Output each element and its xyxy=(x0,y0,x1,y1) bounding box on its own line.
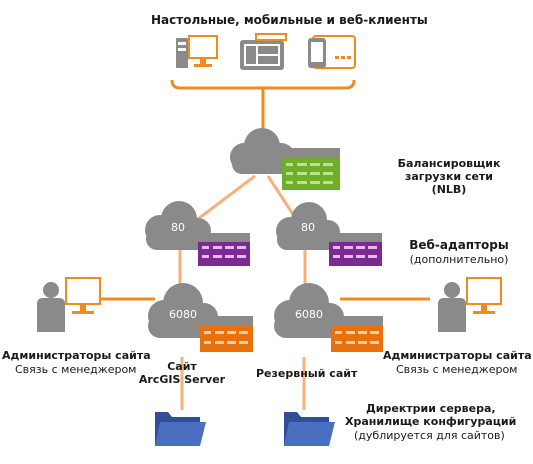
tablet-client-icon xyxy=(240,33,287,70)
server-right-cloud xyxy=(274,283,344,338)
adaptor-right-port: 80 xyxy=(301,221,315,234)
folder-right-icon xyxy=(284,412,335,446)
server-left-server-icon xyxy=(200,316,253,352)
connectors xyxy=(100,79,430,410)
storage-line2: Хранилище конфигураций xyxy=(345,415,517,428)
storage-line1: Директрии сервера, xyxy=(366,402,496,415)
site-backup-label: Резервный сайт xyxy=(256,367,358,380)
site-primary-line2: ArcGIS Server xyxy=(138,373,226,386)
adaptor-right-server-icon xyxy=(329,233,382,266)
adaptor-left-cloud xyxy=(145,201,211,250)
admin-right-subtitle: Связь с менеджером xyxy=(396,363,518,376)
nlb-to-adaptor-left-line xyxy=(189,174,256,227)
admin-left-icon xyxy=(37,277,101,332)
admin-right-icon xyxy=(438,277,502,332)
nlb-label-line3: (NLB) xyxy=(431,183,467,196)
clients-bracket xyxy=(170,79,356,90)
nlb-server-icon xyxy=(282,148,340,190)
admin-left-subtitle: Связь с менеджером xyxy=(15,363,137,376)
adaptor-left-port: 80 xyxy=(171,221,185,234)
server-right-server-icon xyxy=(331,316,383,352)
folder-left-icon xyxy=(155,412,206,446)
server-left-port: 6080 xyxy=(169,308,197,321)
adaptor-left-server-icon xyxy=(198,233,250,266)
mobile-client-icon xyxy=(308,35,356,69)
nlb-label-line1: Балансировщик xyxy=(397,157,501,170)
server-right-port: 6080 xyxy=(295,308,323,321)
web-adaptors-title: Веб-адапторы xyxy=(409,238,509,252)
admin-right-title: Администраторы сайта xyxy=(383,349,532,362)
admin-left-title: Администраторы сайта xyxy=(2,349,151,362)
desktop-client-icon xyxy=(176,35,218,68)
clients-title: Настольные, мобильные и веб-клиенты xyxy=(151,13,428,27)
site-primary-line1: Сайт xyxy=(167,360,197,373)
nlb-label-line2: загрузки сети xyxy=(404,170,494,183)
web-adaptors-subtitle: (дополнительно) xyxy=(409,253,509,266)
storage-line3: (дублируется для сайтов) xyxy=(354,429,505,442)
